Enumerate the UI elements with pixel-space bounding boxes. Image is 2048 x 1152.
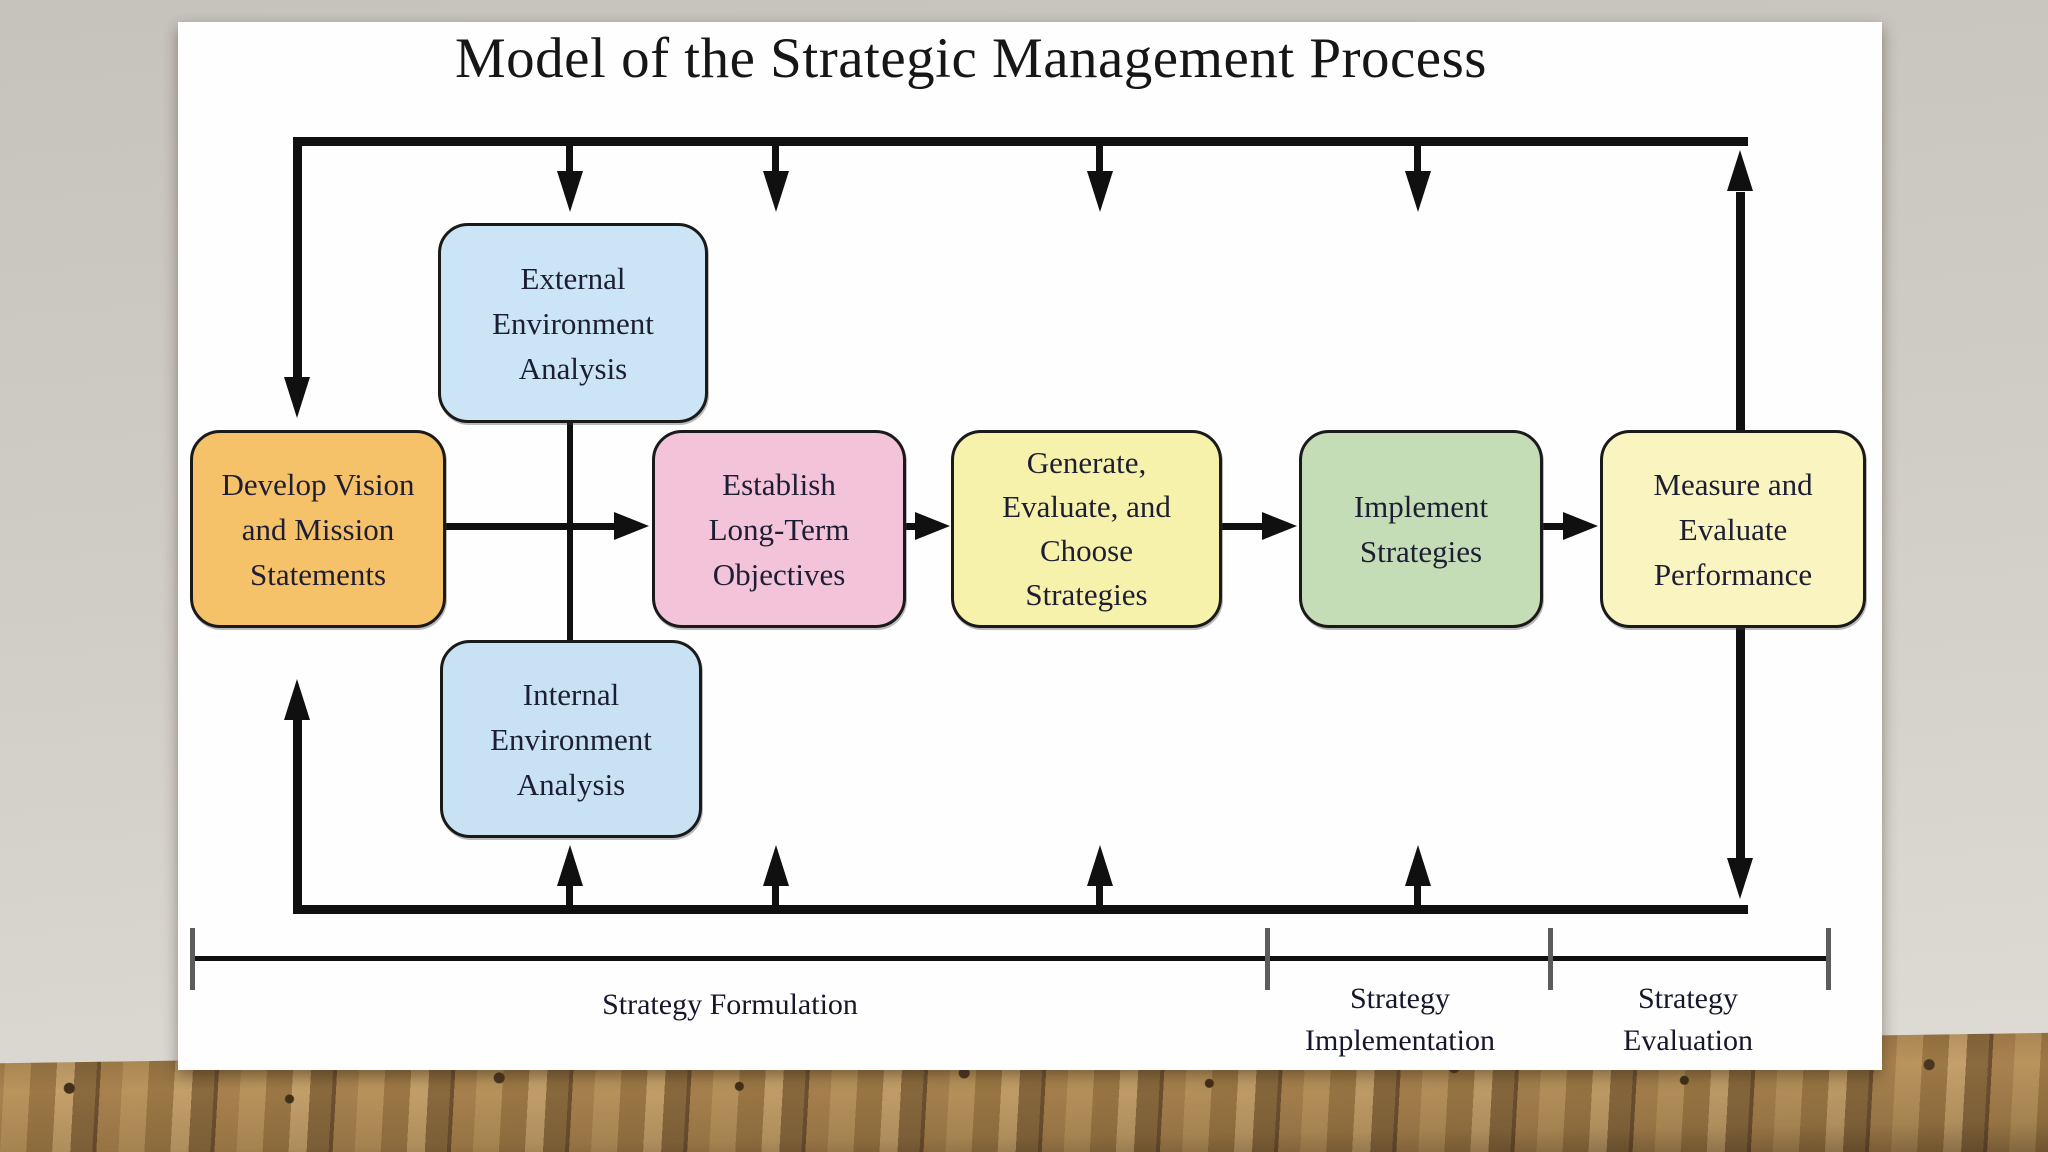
box-external-environment-analysis: External Environment Analysis (438, 223, 708, 423)
box-text-line: Evaluate, and (1002, 489, 1171, 524)
stage-axis-line (192, 956, 1828, 961)
flow-arrow-4-shaft (1537, 523, 1565, 530)
flow-arrow-3-shaft (1216, 523, 1264, 530)
bottom-feedback-arrow-1-shaft (566, 884, 573, 907)
box-text-line: Implement (1353, 489, 1489, 524)
box-internal-environment-analysis: Internal Environment Analysis (440, 640, 702, 838)
box-text-line: Develop Vision (221, 466, 415, 502)
box-text-line: Strategies (1025, 577, 1148, 612)
box-text-line: Generate, (1026, 445, 1147, 480)
right-rail-lower-shaft (1736, 622, 1745, 858)
box-text-line: Strategies (1359, 534, 1483, 569)
box-develop-vision-mission: Develop Vision and Mission Statements (190, 430, 446, 628)
bottom-feedback-arrow-2-head (763, 845, 789, 886)
top-feedback-arrow-4-shaft (1414, 146, 1421, 173)
box-text-line: Establish (722, 466, 836, 502)
left-rail-lower-shaft (293, 720, 302, 910)
box-text-line: Internal (522, 676, 620, 712)
top-feedback-arrow-4-head (1405, 171, 1431, 212)
box-measure-evaluate-performance: Measure and Evaluate Performance (1600, 430, 1866, 628)
bottom-feedback-arrow-4-head (1405, 845, 1431, 886)
stage-label-strategy-evaluation: Strategy Evaluation (1538, 978, 1838, 1062)
flow-arrow-4-head (1563, 512, 1598, 540)
top-feedback-arrow-2-shaft (772, 146, 779, 173)
box-text-line: Choose (1040, 533, 1133, 568)
stage-tick-start (190, 928, 195, 990)
top-feedback-arrow-2-head (763, 171, 789, 212)
bottom-feedback-arrow-1-head (557, 845, 583, 886)
stage-tick-end (1826, 928, 1831, 990)
box-text-line: Objectives (712, 556, 846, 592)
box-text-line: Analysis (516, 766, 626, 802)
box-text-line: Evaluate (1678, 511, 1788, 547)
top-feedback-arrow-3-head (1087, 171, 1113, 212)
stage-label-line: Evaluation (1623, 1024, 1753, 1057)
stage-label-line: Strategy (1638, 982, 1738, 1015)
bottom-feedback-arrow-2-shaft (772, 884, 779, 907)
right-rail-upper-shaft (1736, 192, 1745, 430)
flow-arrow-2-shaft (900, 523, 918, 530)
flow-arrow-1-head (614, 512, 649, 540)
diagram-title: Model of the Strategic Management Proces… (455, 27, 1487, 90)
left-rail-upper-shaft (293, 140, 302, 377)
bottom-feedback-rail (293, 905, 1748, 914)
stage-tick-implementation-end (1548, 928, 1553, 990)
box-implement-strategies: Implement Strategies (1299, 430, 1543, 628)
flow-arrow-3-head (1262, 512, 1297, 540)
box-generate-evaluate-choose-strategies: Generate, Evaluate, and Choose Strategie… (951, 430, 1222, 628)
stage-label-line: Strategy Formulation (602, 988, 858, 1021)
flow-arrow-2-head (915, 512, 950, 540)
top-feedback-arrow-3-shaft (1096, 146, 1103, 173)
stage-label-line: Implementation (1305, 1024, 1495, 1057)
box-text-line: External (520, 260, 626, 296)
top-feedback-arrow-1-head (557, 171, 583, 212)
right-rail-down-arrowhead (1727, 858, 1753, 899)
box-text-line: Analysis (518, 350, 628, 386)
left-rail-down-arrowhead (284, 377, 310, 418)
flow-arrow-1-shaft (441, 523, 616, 530)
box-text-line: and Mission (241, 511, 395, 547)
box-text-line: Environment (492, 305, 654, 341)
bottom-feedback-arrow-3-shaft (1096, 884, 1103, 907)
box-text-line: Measure and (1653, 466, 1813, 502)
box-text-line: Environment (490, 721, 652, 757)
left-rail-up-arrowhead (284, 679, 310, 720)
bottom-feedback-arrow-3-head (1087, 845, 1113, 886)
stage-label-strategy-formulation: Strategy Formulation (430, 984, 1030, 1026)
stage-label-line: Strategy (1350, 982, 1450, 1015)
stage-label-strategy-implementation: Strategy Implementation (1250, 978, 1550, 1062)
box-establish-long-term-objectives: Establish Long-Term Objectives (652, 430, 906, 628)
top-feedback-rail (293, 137, 1748, 146)
bottom-feedback-arrow-4-shaft (1414, 884, 1421, 907)
box-text-line: Long-Term (708, 511, 850, 547)
box-text-line: Statements (249, 556, 387, 592)
right-rail-up-arrowhead (1727, 150, 1753, 191)
stage-tick-formulation-end (1265, 928, 1270, 990)
box-text-line: Performance (1653, 556, 1813, 592)
top-feedback-arrow-1-shaft (566, 146, 573, 173)
